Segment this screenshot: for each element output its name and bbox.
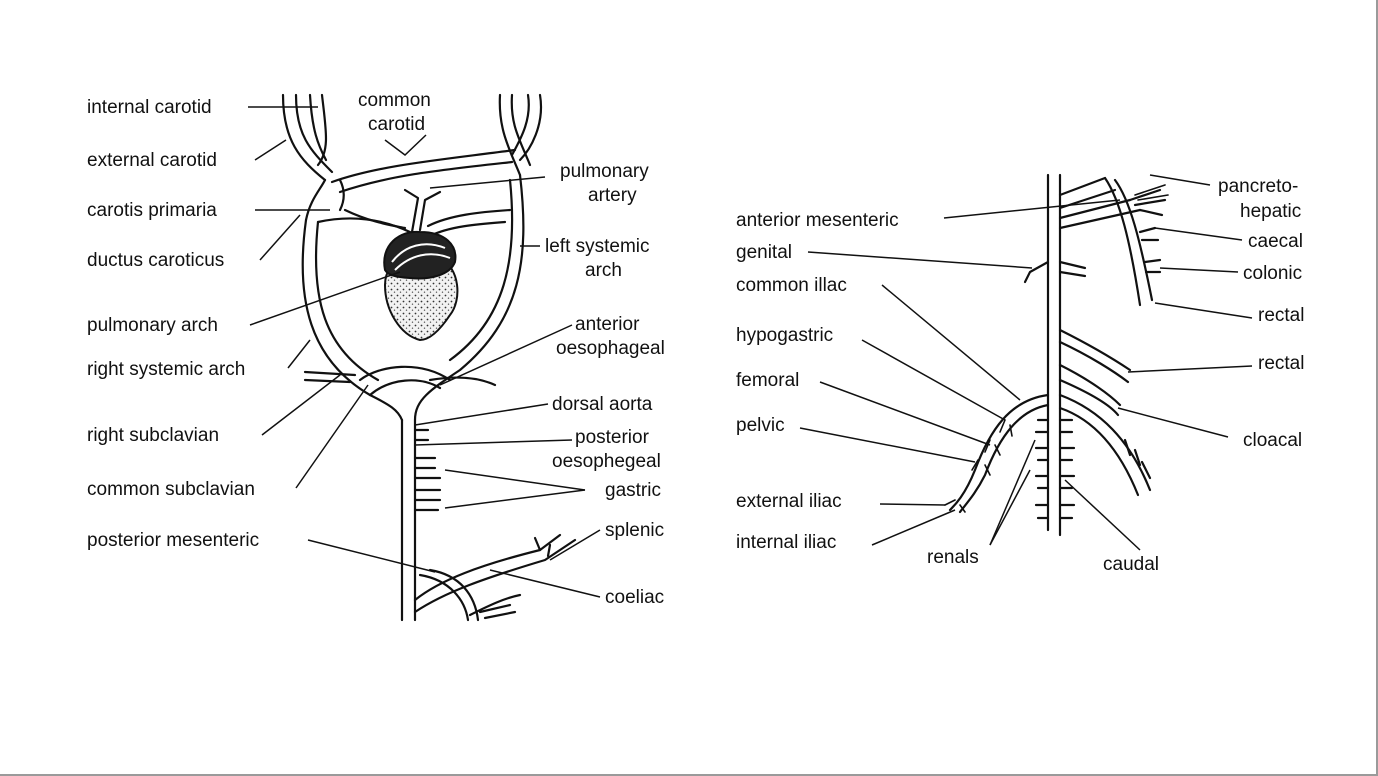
label-internal-iliac: internal iliac [736,532,836,553]
label-pancreato-hepatic-line1: pancreto- [1218,176,1298,197]
label-coeliac: coeliac [605,587,664,608]
left-labels: internal carotid external carotid caroti… [87,90,665,608]
label-posterior-mesenteric: posterior mesenteric [87,530,259,551]
label-hypogastric: hypogastric [736,325,833,346]
label-pulmonary-artery-line2: artery [588,185,637,206]
label-pulmonary-artery-line1: pulmonary [560,161,649,182]
label-posterior-oesophageal-line2: oesophegeal [552,451,661,472]
label-splenic: splenic [605,520,664,541]
label-left-systemic-arch-line1: left systemic [545,236,650,257]
label-femoral: femoral [736,370,799,391]
label-caecal: caecal [1248,231,1303,252]
label-pulmonary-arch: pulmonary arch [87,315,218,336]
label-pancreato-hepatic-line2: hepatic [1240,201,1301,222]
label-pelvic: pelvic [736,415,785,436]
left-arterial-arches-drawing [281,93,577,622]
label-cloacal: cloacal [1243,430,1302,451]
label-common-subclavian: common subclavian [87,479,255,500]
label-external-iliac: external iliac [736,491,842,512]
label-genital: genital [736,242,792,263]
label-rectal-2: rectal [1258,353,1304,374]
label-caudal: caudal [1103,554,1159,575]
label-anterior-mesenteric: anterior mesenteric [736,210,899,231]
label-common-carotid-line1: common [358,90,431,111]
heart-illustration [383,230,459,342]
left-leader-lines [248,106,601,598]
label-left-systemic-arch-line2: arch [585,260,622,281]
label-right-subclavian: right subclavian [87,425,219,446]
label-posterior-oesophageal-line1: posterior [575,427,650,448]
label-dorsal-aorta: dorsal aorta [552,394,653,415]
label-anterior-oesophageal-line2: oesophageal [556,338,665,359]
label-ductus-caroticus: ductus caroticus [87,250,224,271]
label-gastric: gastric [605,480,661,501]
label-external-carotid: external carotid [87,150,217,171]
right-labels: anterior mesenteric genital common illac… [736,176,1304,575]
label-common-carotid-line2: carotid [368,114,425,135]
right-leader-lines [799,174,1253,551]
label-internal-carotid: internal carotid [87,97,212,118]
label-anterior-oesophageal-line1: anterior [575,314,640,335]
label-right-systemic-arch: right systemic arch [87,359,245,380]
label-rectal-1: rectal [1258,305,1304,326]
label-common-iliac: common illac [736,275,847,296]
label-colonic: colonic [1243,263,1302,284]
right-arterial-branches-drawing [944,173,1169,537]
label-renals: renals [927,547,979,568]
label-carotis-primaria: carotis primaria [87,200,217,221]
